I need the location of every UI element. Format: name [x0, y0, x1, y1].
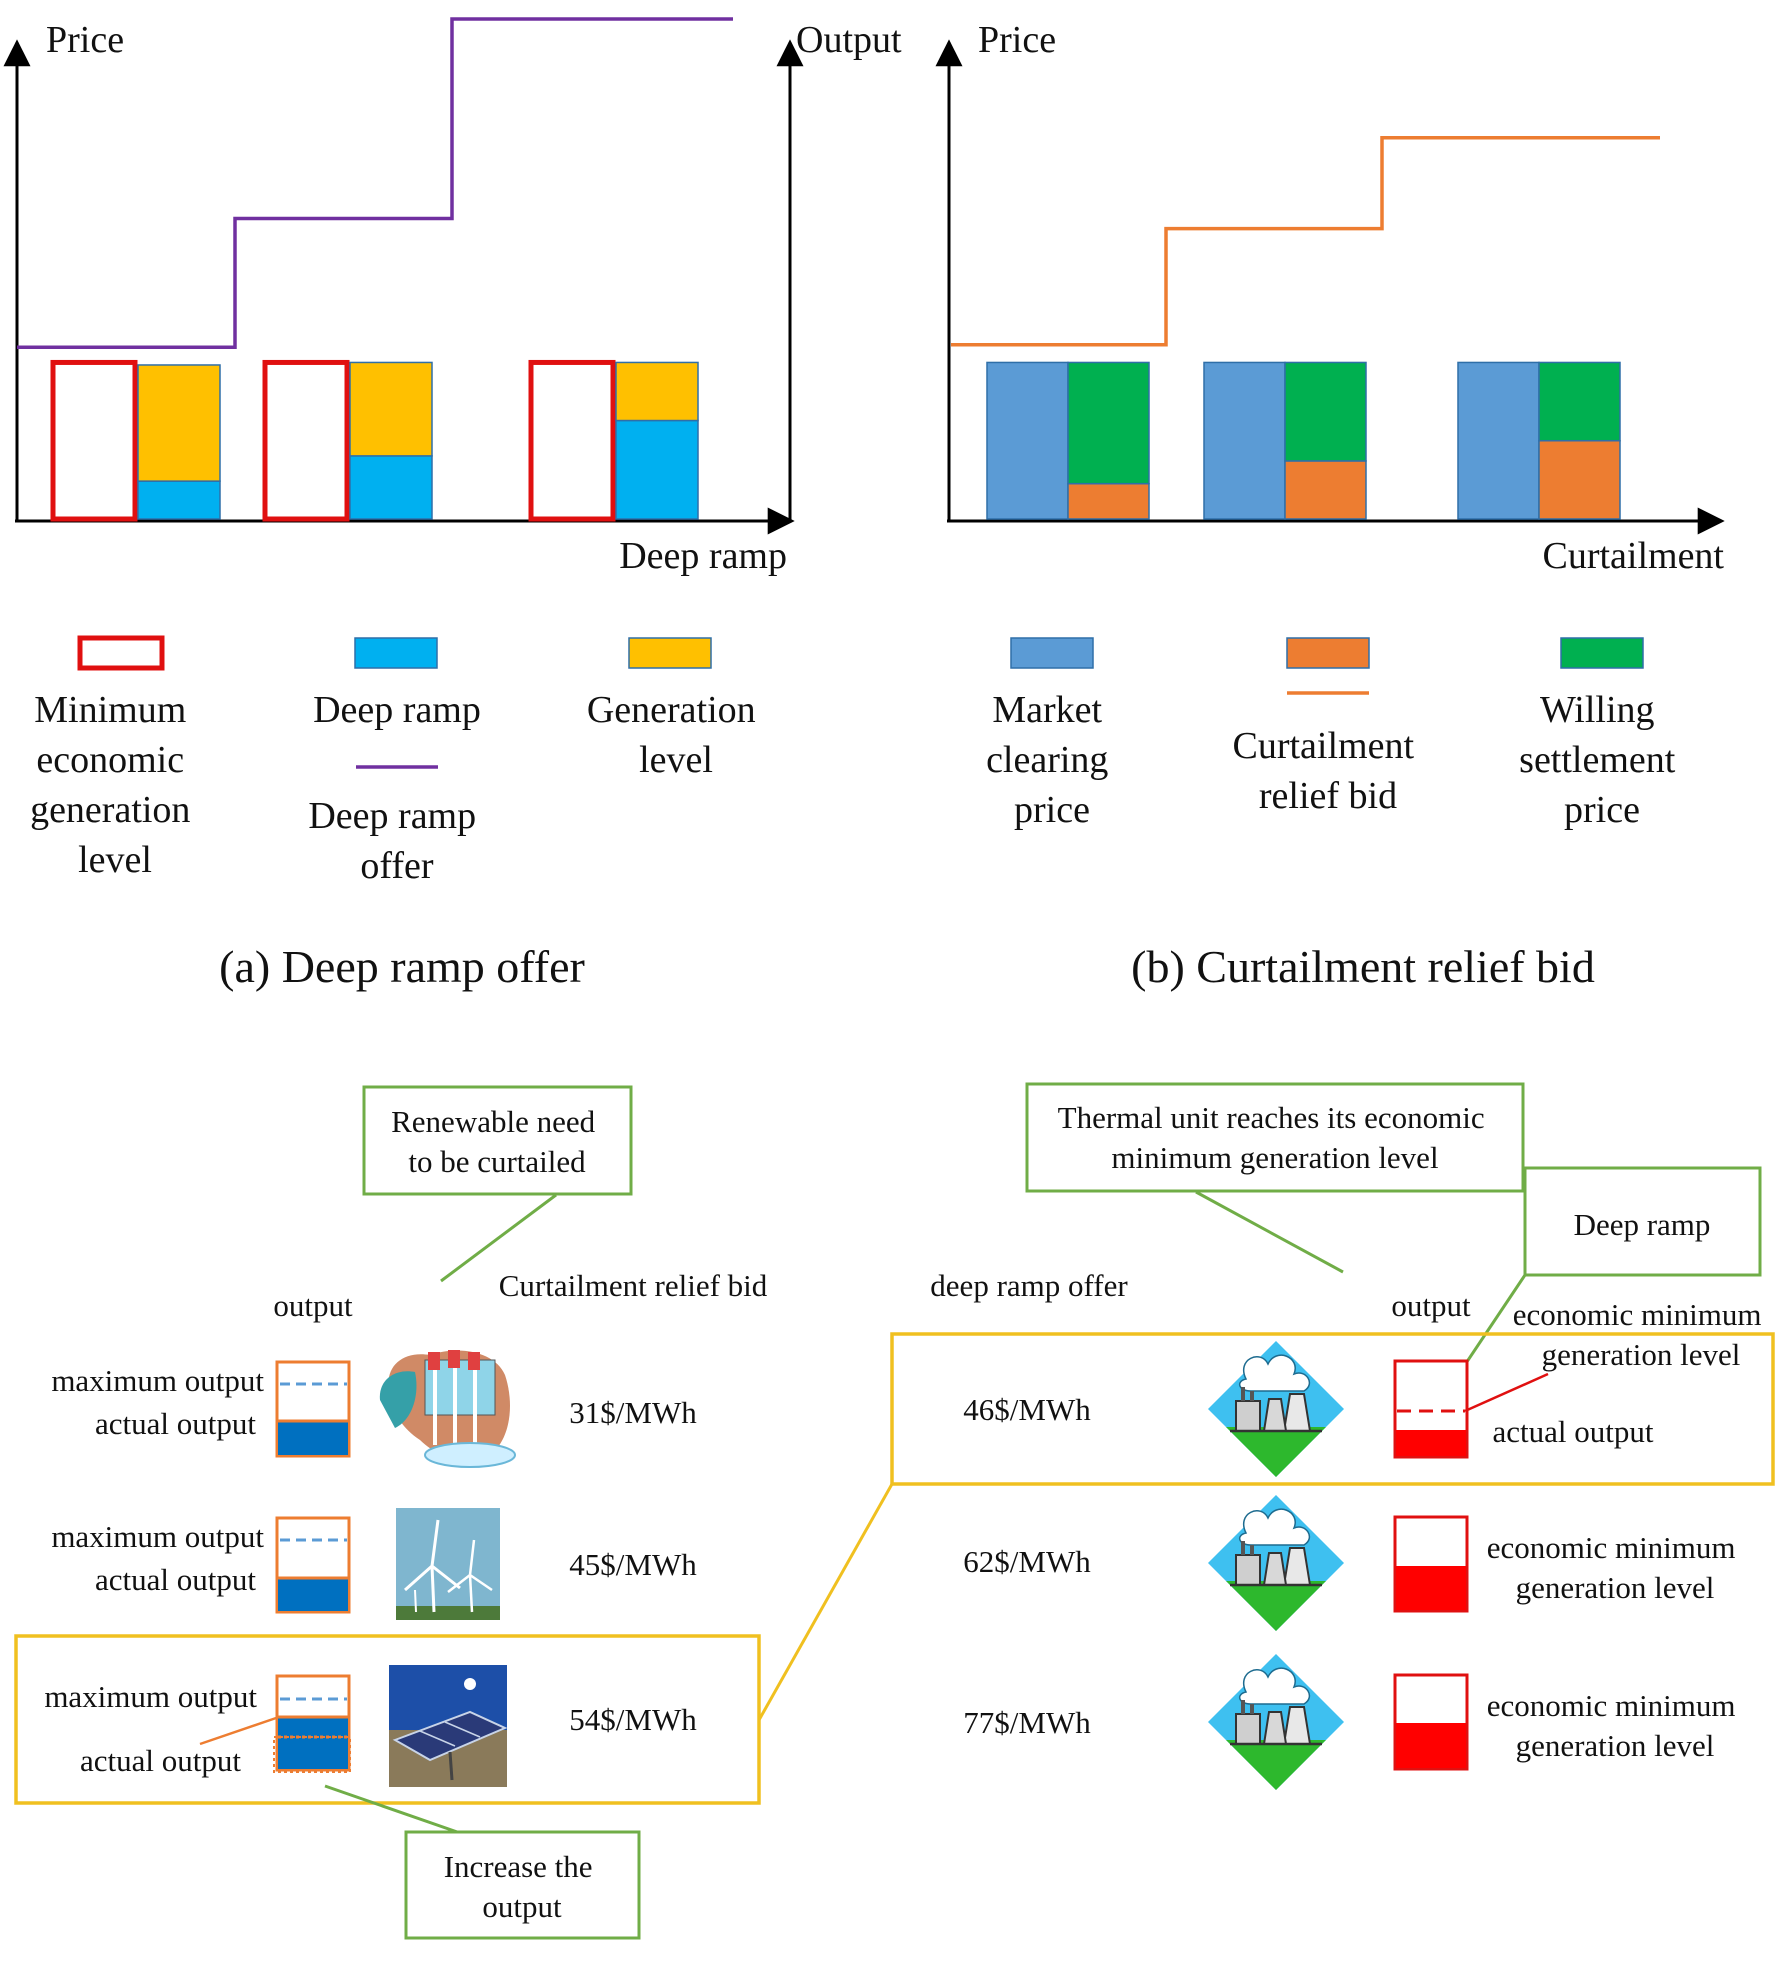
callout-thermal [1025, 1082, 1525, 1193]
wind-turbine-icon [396, 1508, 500, 1620]
panel-b-y-label: Price [978, 19, 1056, 61]
bl-row1-price: 31$/MWh [569, 1395, 697, 1430]
br-row2-label: economic minimum generation level [1487, 1530, 1744, 1605]
relief-bid-bar-1 [1067, 482, 1150, 520]
willing-settlement-bar-2 [1284, 361, 1367, 462]
br-row1-min-label: economic minimum generation level [1513, 1297, 1770, 1372]
deep-ramp-offer-line [17, 17, 733, 350]
relief-bid-bar-3 [1538, 439, 1621, 520]
legend-willing-swatch [1560, 637, 1644, 669]
br-highlight-frame [890, 1332, 1775, 1486]
br-row2-actual-fill [1396, 1566, 1466, 1610]
br-row3-label: economic minimum generation level [1487, 1688, 1744, 1763]
callout-deep-ramp [1523, 1166, 1762, 1277]
br-row3-price: 77$/MWh [963, 1705, 1091, 1740]
generation-bar-2 [349, 361, 433, 457]
legend-market-swatch [1010, 637, 1094, 669]
bl-row2-price: 45$/MWh [569, 1547, 697, 1582]
bl-row3-actual-label: actual output [80, 1743, 241, 1778]
bl-row3-actual-leader [199, 1715, 280, 1746]
generation-bar-1 [137, 364, 221, 482]
bl-row2-actual-fill [278, 1578, 348, 1611]
callout-thermal-text: Thermal unit reaches its economic minimu… [1058, 1100, 1493, 1175]
callout-increase-leader [324, 1784, 464, 1836]
thermal-plant-icon [1206, 1339, 1346, 1479]
br-row1-price: 46$/MWh [963, 1392, 1091, 1427]
legend-willing-label: Willing settlement price [1519, 689, 1685, 831]
bl-row1-max-label: maximum output [51, 1363, 264, 1398]
legend-relief-swatch [1286, 637, 1370, 669]
thermal-plant-icon [1206, 1493, 1346, 1633]
callout-renewable-text: Renewable need to be curtailed [391, 1104, 603, 1179]
panel-b-caption: (b) Curtailment relief bid [1131, 941, 1595, 992]
br-row1-min-leader [1464, 1372, 1549, 1413]
curtailment-relief-bid-line [951, 135, 1660, 347]
panel-a-x-label: Deep ramp [619, 535, 787, 577]
bl-row2-actual-label: actual output [95, 1562, 256, 1597]
legend-deep-ramp-swatch [354, 637, 438, 669]
legend-deep-ramp-offer-label: Deep ramp offer [308, 795, 485, 887]
panel-a-y-label: Price [46, 19, 124, 61]
min-econ-bar-1 [50, 359, 138, 522]
market-clearing-bar-1 [986, 361, 1069, 520]
br-output-header: output [1391, 1288, 1471, 1323]
panel-a: Price Output Deep ramp Minimum economic … [3, 17, 902, 992]
relief-bid-bar-2 [1284, 460, 1367, 520]
bl-row1-actual-label: actual output [95, 1406, 256, 1441]
bl-row2-max-label: maximum output [51, 1519, 264, 1554]
legend-generation-swatch [628, 637, 712, 669]
br-offer-header: deep ramp offer [930, 1268, 1128, 1303]
thermal-plant-icon [1206, 1652, 1346, 1792]
legend-generation-label: Generation level [587, 689, 765, 781]
panel-b-marks [951, 135, 1660, 520]
market-clearing-bar-2 [1203, 361, 1286, 520]
callout-deep-ramp-text: Deep ramp [1574, 1207, 1711, 1242]
bl-row3-dotted-box [273, 1736, 351, 1773]
deep-ramp-bar-1 [137, 480, 221, 520]
br-row1-actual-fill [1396, 1430, 1466, 1456]
deep-ramp-bar-3 [615, 419, 699, 520]
panel-b-x-label: Curtailment [1542, 535, 1724, 577]
bl-output-header: output [273, 1288, 353, 1323]
br-row3-actual-fill [1396, 1723, 1466, 1768]
panel-a-y2-label: Output [796, 19, 902, 61]
bl-bid-header: Curtailment relief bid [499, 1268, 768, 1303]
min-econ-bar-2 [262, 359, 350, 522]
br-row1-actual-label: actual output [1493, 1414, 1654, 1449]
generation-bar-3 [615, 361, 699, 422]
bottom-right-section: Thermal unit reaches its economic minimu… [890, 1082, 1775, 1792]
callout-increase-text: Increase the output [444, 1849, 601, 1924]
legend-min-econ-label: Minimum economic generation level [30, 689, 200, 881]
legend-deep-ramp-label: Deep ramp [313, 689, 481, 731]
bl-row1-actual-fill [278, 1421, 348, 1455]
callout-renewable-leader [440, 1193, 557, 1283]
solar-panel-icon [389, 1665, 508, 1787]
market-clearing-bar-3 [1457, 361, 1540, 520]
panel-a-marks [17, 17, 733, 522]
min-econ-bar-3 [528, 359, 616, 522]
legend-min-econ-swatch [77, 635, 165, 671]
bottom-left-section: Renewable need to be curtailed output Cu… [14, 1085, 894, 1940]
panel-b: Price Curtailment Market clearing price … [935, 19, 1725, 992]
legend-market-label: Market clearing price [986, 689, 1118, 831]
panel-a-caption: (a) Deep ramp offer [219, 941, 585, 992]
callout-renewable [362, 1085, 633, 1196]
callout-thermal-leader [1195, 1190, 1344, 1274]
callout-increase [404, 1830, 641, 1940]
hydro-icon [379, 1350, 516, 1468]
br-row2-price: 62$/MWh [963, 1544, 1091, 1579]
legend-relief-label: Curtailment relief bid [1232, 725, 1423, 817]
willing-settlement-bar-3 [1538, 361, 1621, 442]
willing-settlement-bar-1 [1067, 361, 1150, 485]
bl-row3-actual-fill [278, 1717, 348, 1769]
connector-to-right [757, 1483, 894, 1721]
bl-row3-price: 54$/MWh [569, 1702, 697, 1737]
bl-row3-max-label: maximum output [44, 1679, 257, 1714]
deep-ramp-bar-2 [349, 455, 433, 520]
